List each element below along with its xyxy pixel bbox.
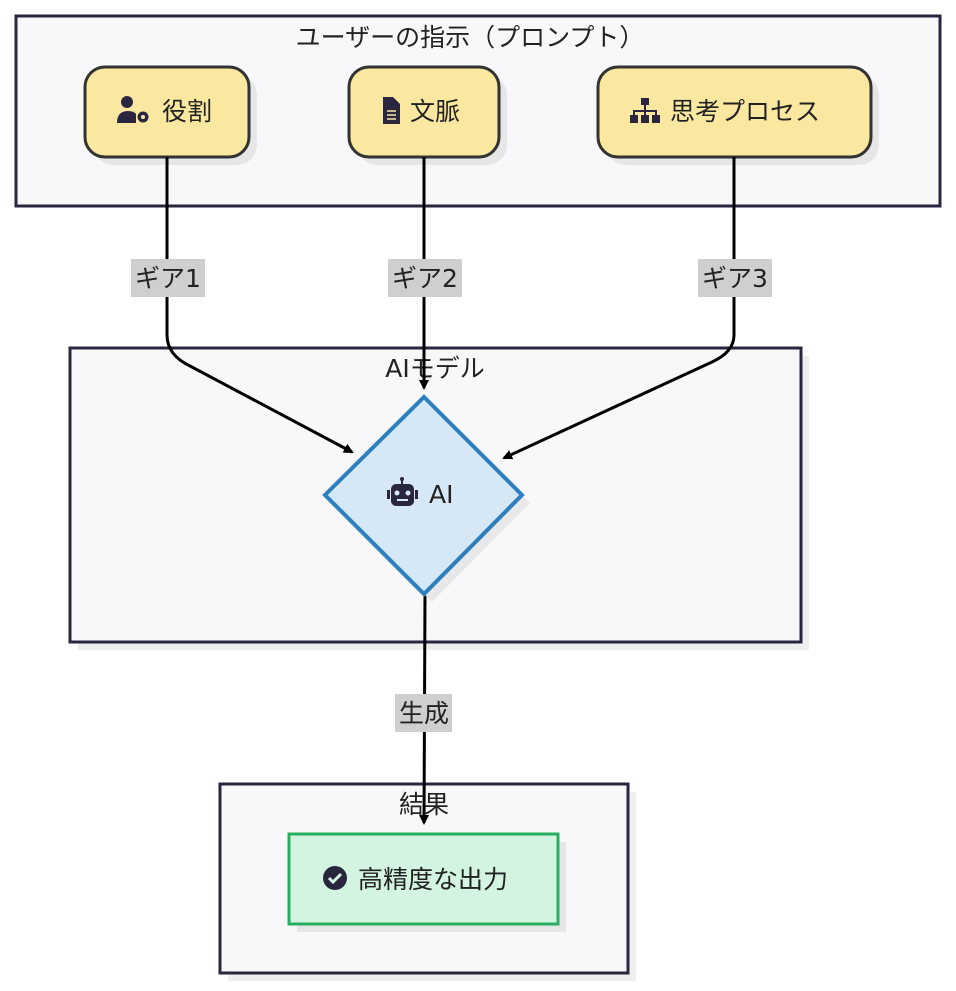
svg-text:ギア3: ギア3 (702, 264, 768, 293)
node-role-label: 役割 (162, 97, 212, 126)
edge-label-gear2: ギア2 (388, 259, 462, 297)
cluster-prompt-title: ユーザーの指示（プロンプト） (296, 23, 645, 52)
node-context[interactable]: 文脈 (347, 65, 507, 165)
node-output-label: 高精度な出力 (358, 865, 508, 894)
edge-gear1 (165, 157, 354, 454)
edge-label-gear1: ギア1 (131, 259, 205, 297)
edge-gear3 (502, 157, 736, 460)
node-role[interactable]: 役割 (83, 65, 257, 165)
circle-check-icon (323, 866, 347, 890)
node-thinking-label: 思考プロセス (670, 97, 820, 126)
user-gear-icon (117, 96, 149, 123)
cluster-model-title: AIモデル (385, 354, 484, 383)
edge-label-generate: 生成 (395, 694, 452, 732)
node-context-label: 文脈 (410, 97, 460, 126)
svg-text:ギア2: ギア2 (392, 264, 458, 293)
edge-label-gear3: ギア3 (698, 259, 772, 297)
node-ai[interactable]: AI (322, 394, 530, 602)
node-ai-label: AI (429, 480, 453, 509)
node-thinking[interactable]: 思考プロセス (596, 65, 879, 165)
file-lines-icon (383, 97, 400, 124)
svg-text:生成: 生成 (399, 699, 449, 728)
svg-text:ギア1: ギア1 (135, 264, 201, 293)
sitemap-icon (630, 98, 660, 123)
node-output[interactable]: 高精度な出力 (287, 832, 566, 932)
robot-icon (387, 477, 418, 506)
